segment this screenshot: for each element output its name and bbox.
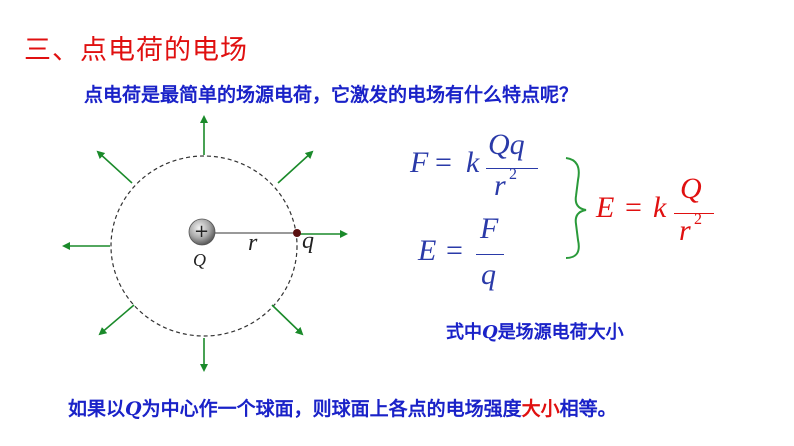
- coulomb-eq: =: [435, 146, 452, 179]
- question-text: 点电荷是最简单的场源电荷，它激发的电场有什么特点呢？: [84, 84, 579, 106]
- note-prefix: 式中: [446, 322, 482, 343]
- equipotential-circle: [110, 155, 298, 337]
- conclusion-highlight: 大小: [521, 398, 560, 420]
- result-fraction-bar: [674, 213, 714, 214]
- result-denominator: r: [679, 214, 691, 247]
- source-charge-ball: [188, 218, 216, 246]
- coulomb-lhs: F: [410, 146, 429, 179]
- definition-numerator: F: [480, 212, 499, 245]
- note-suffix: 是场源电荷大小: [497, 322, 624, 343]
- test-charge-label: q: [302, 228, 314, 254]
- slide-title: 三、点电荷的电场: [24, 35, 248, 66]
- test-charge-dot: [293, 229, 301, 237]
- field-arrow-lower-left: [98, 304, 135, 336]
- coulomb-exponent: 2: [509, 166, 517, 183]
- radius-label: r: [248, 230, 258, 256]
- note-var: Q: [482, 322, 498, 343]
- conclusion-part-3: 相等。: [559, 398, 617, 420]
- coulomb-numerator: Qq: [488, 128, 525, 161]
- definition-fraction-bar: [476, 254, 504, 255]
- definition-lhs: E: [418, 234, 437, 267]
- conclusion-part-2: 为中心作一个球面，则球面上各点的电场强度: [141, 398, 522, 420]
- definition-denominator: q: [481, 258, 496, 291]
- result-exponent: 2: [694, 211, 702, 228]
- coulomb-fraction-bar: [486, 168, 538, 169]
- result-eq: =: [625, 191, 642, 224]
- result-k: k: [653, 191, 667, 224]
- coulomb-denominator: r: [494, 169, 506, 202]
- coulomb-k: k: [466, 146, 480, 179]
- charge-label: Q: [193, 250, 206, 270]
- conclusion-var: Q: [125, 398, 142, 420]
- conclusion-part-1: 如果以: [68, 398, 126, 420]
- field-arrow-lower-right: [271, 304, 304, 336]
- definition-eq: =: [446, 234, 463, 267]
- result-lhs: E: [596, 191, 615, 224]
- charge-sign: +: [194, 221, 210, 242]
- result-numerator: Q: [680, 172, 702, 205]
- conclusion-text: 如果以Q为中心作一个球面，则球面上各点的电场强度大小相等。: [68, 394, 617, 421]
- brace: [565, 157, 587, 259]
- source-charge-note: 式中Q是场源电荷大小: [446, 318, 624, 344]
- field-arrow-upper-right: [277, 150, 314, 184]
- field-arrow-upper-left: [96, 150, 133, 184]
